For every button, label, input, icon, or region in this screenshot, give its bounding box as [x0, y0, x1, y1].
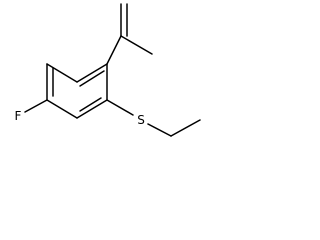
atom-label-layer: F S: [15, 109, 145, 127]
bond-c5-c6: [76, 99, 108, 119]
bond-c4-c5: [46, 99, 78, 119]
bond-c1-c2-double: [79, 70, 105, 87]
bond-c5-c6-double: [79, 97, 102, 112]
bond-ring-fluorine: [24, 99, 48, 113]
bond-methylene-methyl: [170, 119, 201, 137]
fluorine-atom-label: F: [15, 109, 22, 123]
bond-c1-c2: [76, 63, 108, 83]
bond-c2-c3: [46, 63, 78, 83]
bond-layer: [24, 3, 201, 137]
molecule-structure-canvas: F S: [15, 3, 201, 137]
bond-c1-carbonyl: [106, 35, 122, 65]
sulfur-atom-label: S: [137, 113, 145, 127]
bond-sulfur-methylene: [147, 123, 172, 137]
bond-ring-sulfur: [106, 99, 134, 116]
bond-carbonyl-methyl: [120, 35, 153, 55]
